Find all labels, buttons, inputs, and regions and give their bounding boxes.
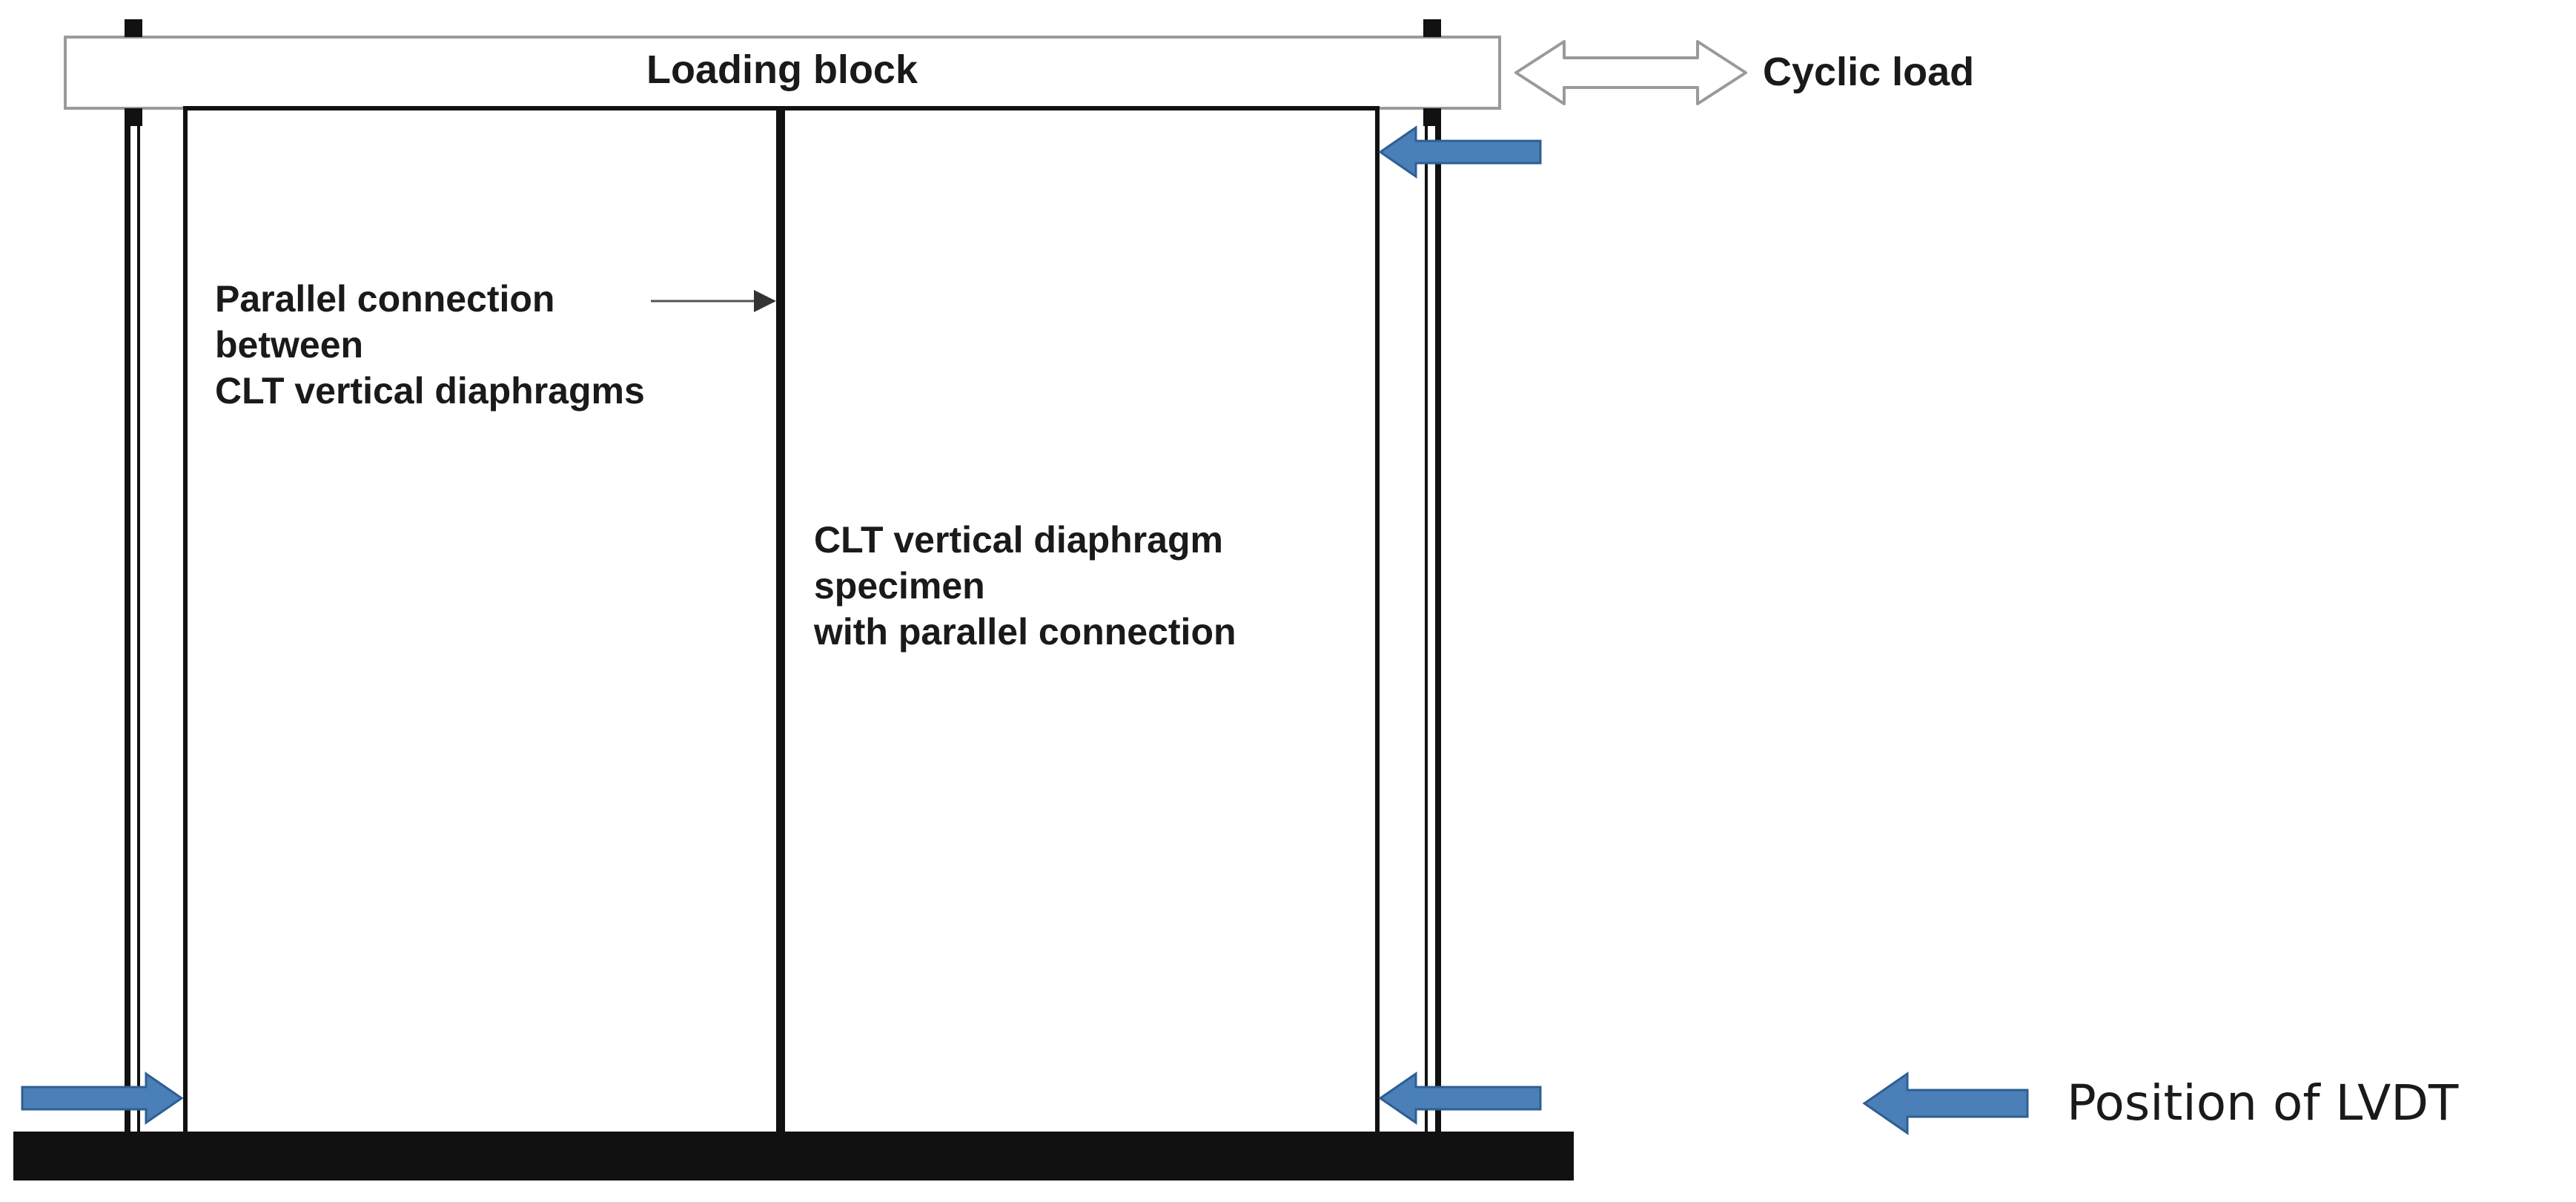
lvdt-arrow-icon-top-right bbox=[1378, 125, 1542, 179]
rod-top-cap-right bbox=[1423, 19, 1441, 37]
rod-bottom-cap-right bbox=[1423, 108, 1441, 126]
clt-panel-left bbox=[183, 106, 783, 1137]
legend-lvdt-arrow-icon bbox=[1862, 1071, 2029, 1135]
specimen-label: CLT vertical diaphragm specimen with par… bbox=[813, 519, 1236, 653]
lvdt-arrow-icon-bottom-right bbox=[1378, 1071, 1542, 1125]
rod-bottom-cap-left bbox=[125, 108, 142, 126]
legend-lvdt: Position of LVDT bbox=[1862, 1071, 2459, 1135]
legend-lvdt-label: Position of LVDT bbox=[2067, 1074, 2459, 1132]
parallel-connection-label: Parallel connection between CLT vertical… bbox=[215, 278, 645, 412]
cyclic-load-label: Cyclic load bbox=[1763, 50, 1974, 94]
lvdt-arrow-icon-bottom-left bbox=[21, 1071, 184, 1125]
cyclic-load-arrow-icon bbox=[1514, 40, 1747, 105]
loading-block: Loading block bbox=[64, 36, 1501, 110]
clt-panel-right bbox=[778, 106, 1380, 1137]
base-beam bbox=[13, 1132, 1574, 1180]
loading-block-label: Loading block bbox=[646, 47, 918, 92]
rod-top-cap-left bbox=[125, 19, 142, 37]
